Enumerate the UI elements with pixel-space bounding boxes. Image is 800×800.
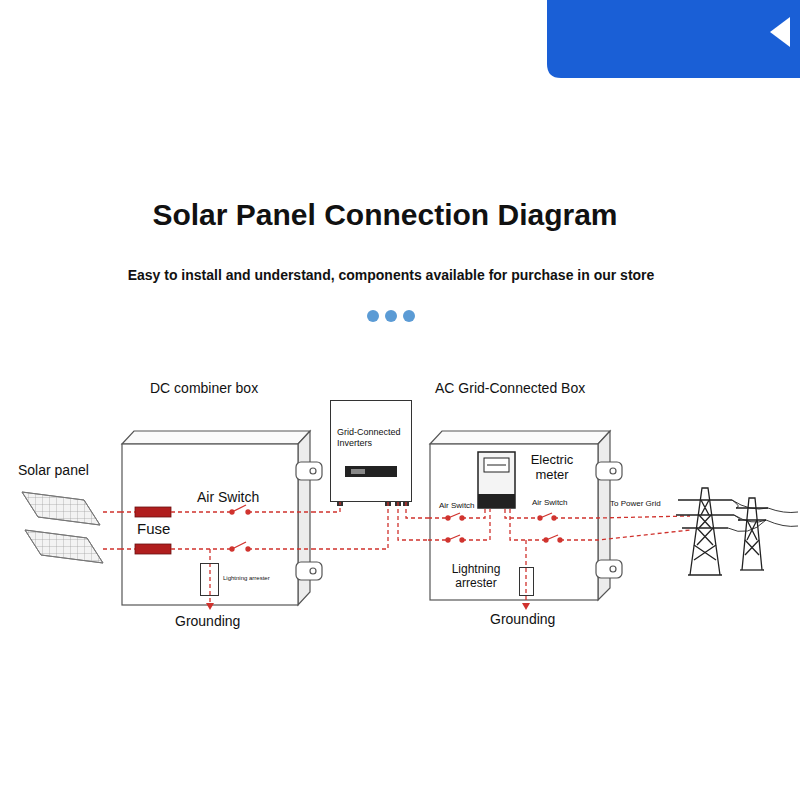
corner-banner [547,0,800,78]
arrester-box: Lightning arrester [200,563,219,596]
node-text: Lightning arrester [440,562,512,590]
inverter-box: Grid-Connected Inverters [330,400,412,502]
dc-box-housing [122,431,322,605]
node-text: AC Grid-Connected Box [435,380,585,396]
wire-connector [103,512,120,549]
wire-connector [398,502,428,540]
node-text: Electric meter [520,452,584,482]
inverter-details [337,466,409,506]
internal-wiring [120,509,690,604]
wire-connector [312,502,388,549]
switch-symbols [230,505,562,551]
fuses [135,507,171,554]
node-text: Solar panel [18,462,89,478]
ac-box-housing [430,431,622,600]
part-label: Air Switch [439,502,475,511]
node-text: DC combiner box [150,380,258,396]
part-label: Grounding [175,614,240,629]
decor-dots [367,310,415,322]
part-label: Grounding [490,612,555,627]
node-text: Lightning arrester [223,575,270,581]
part-label: Air Switch [197,490,259,505]
ground-arrows [206,603,530,610]
part-label: To Power Grid [610,500,661,509]
grid-box: AC Grid-Connected BoxElectric meterLight… [428,378,618,610]
solar-panel-group: Solar panel [15,458,103,570]
power-towers [676,488,798,575]
node-text: Grid-Connected Inverters [337,427,407,449]
solar-panels [22,492,103,563]
part-label: Fuse [137,521,170,538]
caption: Easy to install and understand, componen… [0,267,782,283]
part-label: Air Switch [532,499,568,508]
title: Solar Panel Connection Diagram [0,198,770,232]
arrester-box: Lightning arrester [519,567,534,596]
banner-arrow [770,17,790,47]
meter-symbol [478,452,515,508]
